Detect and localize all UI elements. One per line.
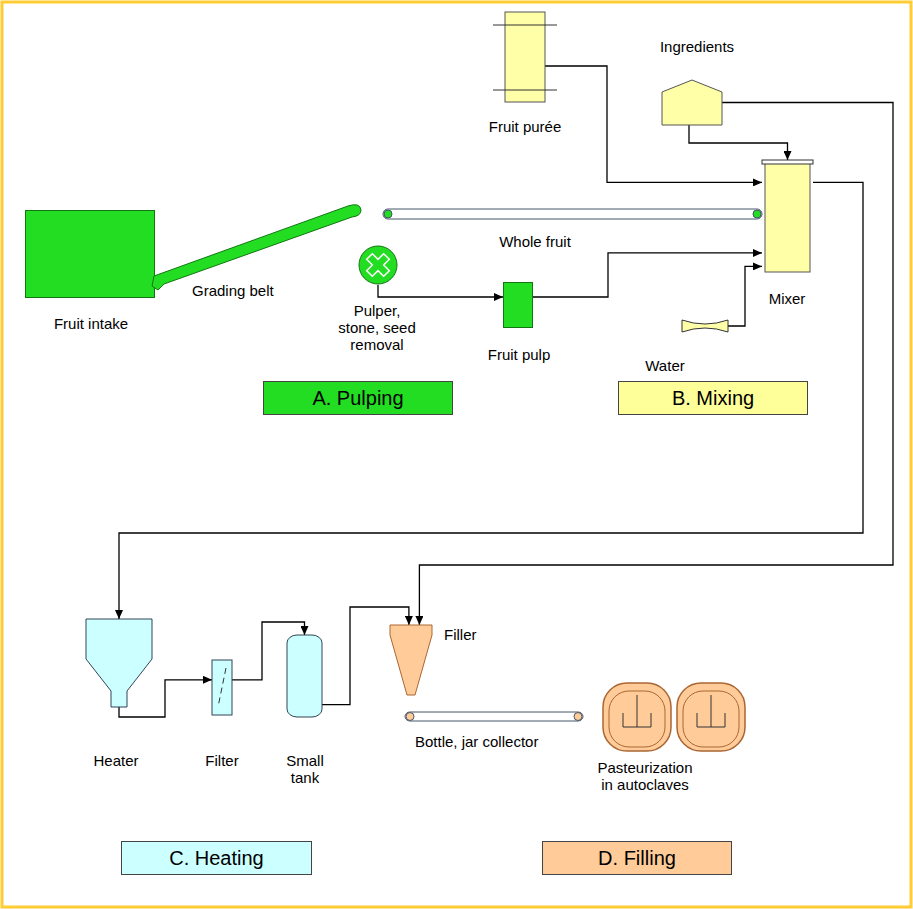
- whole-fruit-conveyor: Whole fruit: [383, 207, 762, 221]
- belt-roller: [384, 210, 392, 218]
- section-band: A. Pulping: [263, 381, 453, 415]
- shape-outline: [150, 200, 362, 290]
- shape-outline: [86, 619, 152, 707]
- shape-outline: [212, 660, 232, 715]
- part-label: Fruit intake: [31, 315, 151, 332]
- filler-cone: Filler: [390, 625, 432, 695]
- section-band: D. Filling: [542, 841, 732, 875]
- belt-shape: [152, 205, 361, 290]
- part-label: Pasteurization in autoclaves: [592, 759, 698, 793]
- section-title: C. Heating: [169, 847, 264, 869]
- flow-line: [689, 125, 788, 160]
- part-label: Filter: [192, 752, 252, 769]
- flow-line: [419, 103, 893, 626]
- nozzle-shape: [682, 320, 728, 332]
- part-label: Whole fruit: [475, 233, 595, 250]
- section-title: A. Pulping: [312, 387, 403, 409]
- puree-tank: Fruit purée: [505, 12, 545, 102]
- pulper-symbol: Pulper, stone, seed removal: [358, 245, 398, 285]
- section-band: B. Mixing: [618, 381, 808, 415]
- shape-outline: [287, 635, 322, 717]
- shape-outline: [762, 160, 813, 272]
- tank-body: [287, 635, 322, 717]
- mixer-body: [765, 163, 810, 272]
- part-label: Ingredients: [642, 38, 752, 55]
- small-tank: Small tank: [287, 635, 322, 717]
- filter-body: [212, 660, 232, 715]
- flow-line: [378, 285, 503, 297]
- intake-bin: Fruit intake: [25, 210, 155, 298]
- shape-outline: [405, 710, 583, 723]
- part-label: Grading belt: [192, 282, 302, 299]
- tank-rim: [493, 25, 557, 90]
- pulper-cross: [361, 248, 395, 282]
- autoclave-agitator: [697, 695, 725, 727]
- part-label: Fruit pulp: [469, 346, 569, 363]
- section-title: B. Mixing: [672, 387, 754, 409]
- hopper-shape: [662, 80, 722, 125]
- autoclave-inner: [683, 691, 739, 747]
- part-label: Bottle, jar collector: [415, 733, 585, 750]
- part-label: Heater: [76, 752, 156, 769]
- shape-outline: [505, 12, 545, 102]
- belt-band: [383, 209, 762, 219]
- flow-line: [119, 680, 212, 717]
- filter-mesh: [218, 668, 226, 707]
- part-label: Fruit purée: [470, 118, 580, 135]
- mixer-tank: Mixer: [762, 160, 813, 272]
- autoclave-inner: [609, 691, 665, 747]
- shape-outline: [390, 625, 432, 695]
- autoclave: [677, 683, 745, 751]
- ingredient-hopper: Ingredients: [662, 80, 722, 125]
- belt-band: [405, 712, 583, 721]
- section-band: C. Heating: [121, 841, 312, 875]
- water-inlet: Water: [682, 320, 728, 332]
- autoclave-drum: [603, 683, 671, 751]
- pulp-tank: Fruit pulp: [503, 282, 533, 328]
- belt-roller: [753, 210, 761, 218]
- autoclave-pair: Pasteurization in autoclaves: [603, 683, 745, 753]
- section-title: D. Filling: [598, 847, 676, 869]
- cone-shape: [390, 625, 432, 695]
- belt-roller: [406, 713, 414, 721]
- shape-outline: [662, 80, 722, 125]
- part-label: Small tank: [279, 752, 331, 786]
- pulper-disc: [359, 246, 397, 284]
- autoclave-agitator: [623, 695, 651, 727]
- hopper-shape: [86, 619, 152, 707]
- flow-line: [545, 66, 762, 182]
- mixer-lip: [762, 160, 813, 164]
- autoclave: [603, 683, 671, 751]
- part-label: Mixer: [752, 290, 822, 307]
- shape-outline: [358, 245, 398, 285]
- flow-line: [728, 266, 762, 326]
- grading-belt: Grading belt: [150, 200, 362, 290]
- belt-roller: [574, 713, 582, 721]
- part-label: Pulper, stone, seed removal: [333, 302, 421, 353]
- shape-outline: [682, 320, 728, 332]
- shape-outline: [383, 207, 762, 221]
- part-label: Water: [630, 357, 700, 374]
- bottle-conveyor: Bottle, jar collector: [405, 710, 583, 723]
- part-label: Filler: [444, 626, 504, 643]
- filter-unit: Filter: [212, 660, 232, 715]
- heater-vessel: Heater: [86, 619, 152, 707]
- shape-outline: [603, 683, 745, 753]
- autoclave-drum: [677, 683, 745, 751]
- flow-line: [533, 253, 762, 297]
- flow-line: [119, 182, 863, 619]
